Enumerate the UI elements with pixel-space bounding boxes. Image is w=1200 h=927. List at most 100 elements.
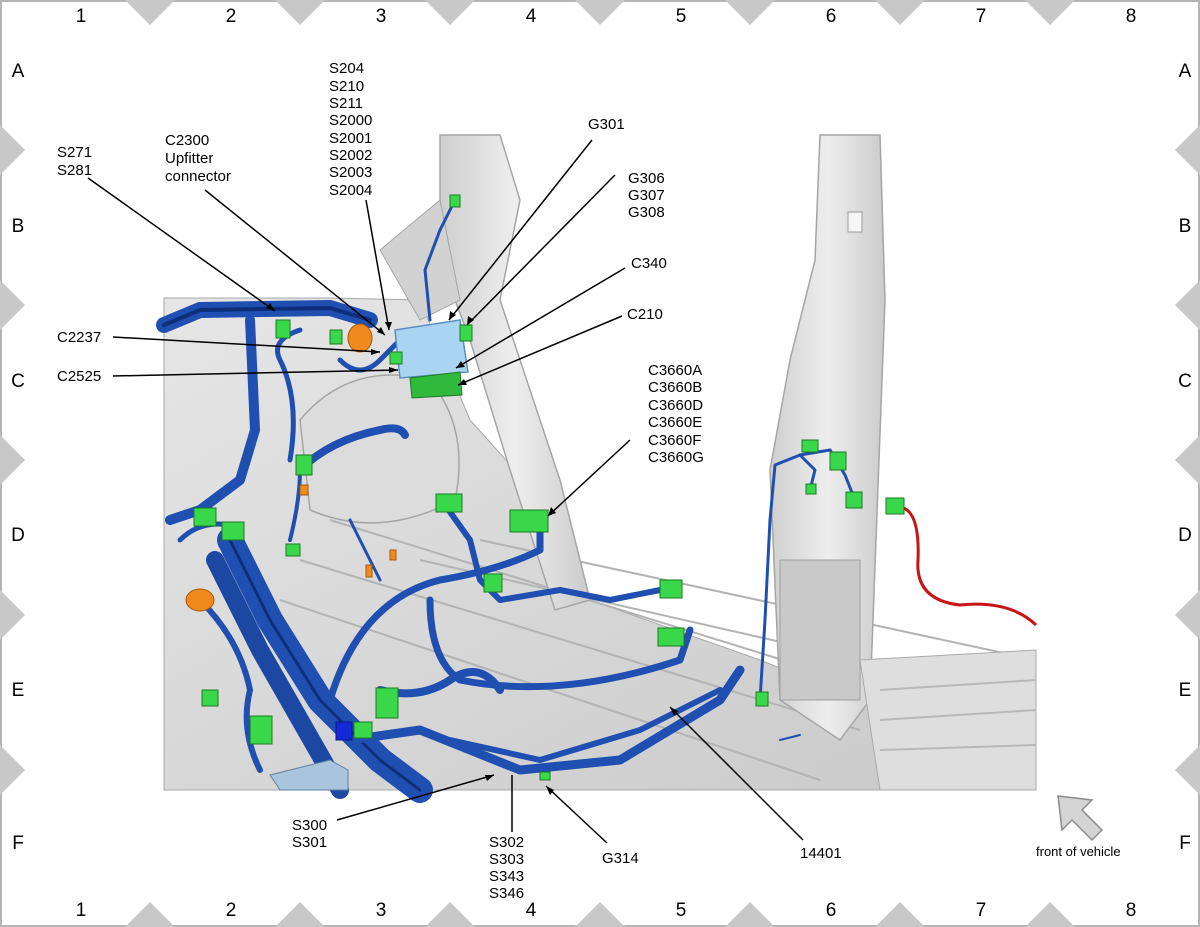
leader-lines — [87, 139, 804, 844]
callout-label: C2237 — [57, 329, 101, 346]
callout-s300: S300 S301 — [292, 817, 327, 851]
callout-c2300: C2300 Upfitter connector — [165, 132, 231, 185]
grid-row-labels-right: A B C D E F — [1178, 61, 1192, 854]
grid-row-label: D — [11, 525, 25, 546]
callout-label: Upfitter — [165, 150, 213, 167]
callout-label: C3660A — [648, 362, 702, 379]
grid-row-label: D — [1178, 525, 1192, 546]
wheel-house — [299, 374, 460, 524]
callout-label: S204 — [329, 60, 364, 77]
callout-label: C210 — [627, 306, 663, 323]
vehicle-body-illustration — [163, 134, 1037, 791]
connector — [285, 543, 301, 557]
connector — [295, 454, 313, 476]
grid-row-label: F — [12, 833, 24, 854]
b-pillar-base — [779, 559, 861, 701]
grid-row-labels-left: A B C D E F — [11, 61, 25, 854]
callout-label: S2003 — [329, 164, 372, 181]
callout-s271: S271 S281 — [57, 144, 92, 179]
grid-col-label: 3 — [376, 900, 387, 921]
front-floor-ribs — [879, 679, 1037, 751]
connector — [201, 689, 219, 707]
grid-row-label: A — [12, 61, 25, 82]
callout-label: C3660G — [648, 449, 704, 466]
callout-label: S346 — [489, 885, 524, 902]
orange-connectors — [185, 323, 397, 612]
callout-label: G314 — [602, 850, 639, 867]
connector — [193, 507, 217, 527]
harness-main — [156, 198, 857, 803]
grid-col-label: 2 — [226, 6, 237, 27]
callout-label: S2002 — [329, 147, 372, 164]
grid-col-label: 8 — [1126, 6, 1137, 27]
callout-label: S300 — [292, 817, 327, 834]
connector — [805, 483, 817, 495]
red-wire — [899, 505, 1038, 627]
leader-arrowheads — [266, 303, 678, 795]
grid-col-label: 4 — [526, 900, 537, 921]
connector — [659, 579, 683, 599]
grid-row-label: B — [12, 216, 25, 237]
callout-label: G307 — [628, 187, 665, 204]
connector — [829, 451, 847, 471]
connector — [449, 194, 461, 208]
callout-c3660: C3660A C3660B C3660D C3660E C3660F C3660… — [648, 362, 704, 466]
grid-col-label: 5 — [676, 6, 687, 27]
grid-column-labels-bottom: 1 2 3 4 5 6 7 8 — [76, 900, 1137, 921]
connector — [435, 493, 463, 513]
callout-label: S281 — [57, 162, 92, 179]
connector — [389, 351, 403, 365]
front-arrow-icon — [1057, 795, 1104, 842]
connector — [459, 324, 473, 342]
rear-pillar — [439, 134, 591, 611]
callout-label: S303 — [489, 851, 524, 868]
callout-label: connector — [165, 168, 231, 185]
callout-c210: C210 — [627, 306, 663, 323]
grid-column-labels-top: 1 2 3 4 5 6 7 8 — [76, 6, 1137, 27]
connector — [275, 319, 291, 339]
grid-col-label: 3 — [376, 6, 387, 27]
callout-label: G308 — [628, 204, 665, 221]
callout-label: 14401 — [800, 845, 842, 862]
connector — [885, 497, 905, 515]
front-of-vehicle-indicator: front of vehicle — [1036, 795, 1121, 859]
grid-col-label: 8 — [1126, 900, 1137, 921]
callout-label: G301 — [588, 116, 625, 133]
connector — [483, 573, 503, 593]
grid-row-label: A — [1179, 61, 1192, 82]
grid-row-label: C — [1178, 371, 1192, 392]
callout-label: C3660B — [648, 379, 702, 396]
grid-row-label: C — [11, 371, 25, 392]
grid-row-label: F — [1179, 833, 1191, 854]
grid-col-label: 1 — [76, 6, 87, 27]
connector — [509, 509, 549, 533]
connector — [375, 687, 399, 719]
callout-label: S343 — [489, 868, 524, 885]
module-block — [269, 759, 349, 791]
junction-box — [394, 319, 469, 399]
callout-label: C3660D — [648, 397, 703, 414]
callout-label: S2004 — [329, 182, 372, 199]
connector — [221, 521, 245, 541]
callout-label: S302 — [489, 834, 524, 851]
grid-row-label: B — [1179, 216, 1192, 237]
grid-col-label: 4 — [526, 6, 537, 27]
callout-label: C2300 — [165, 132, 209, 149]
connector — [801, 439, 819, 453]
front-of-vehicle-label: front of vehicle — [1036, 844, 1121, 859]
grid-col-label: 7 — [976, 900, 987, 921]
b-pillar-slot — [847, 211, 863, 233]
callout-label: S2000 — [329, 112, 372, 129]
callout-label: C340 — [631, 255, 667, 272]
callout-label: C2525 — [57, 368, 101, 385]
callout-g301: G301 — [588, 116, 625, 133]
grid-row-label: E — [12, 680, 25, 701]
grid-col-label: 1 — [76, 900, 87, 921]
grid-col-label: 5 — [676, 900, 687, 921]
grid-col-label: 2 — [226, 900, 237, 921]
connector — [353, 721, 373, 739]
grid-col-label: 6 — [826, 6, 837, 27]
connector — [329, 329, 343, 345]
